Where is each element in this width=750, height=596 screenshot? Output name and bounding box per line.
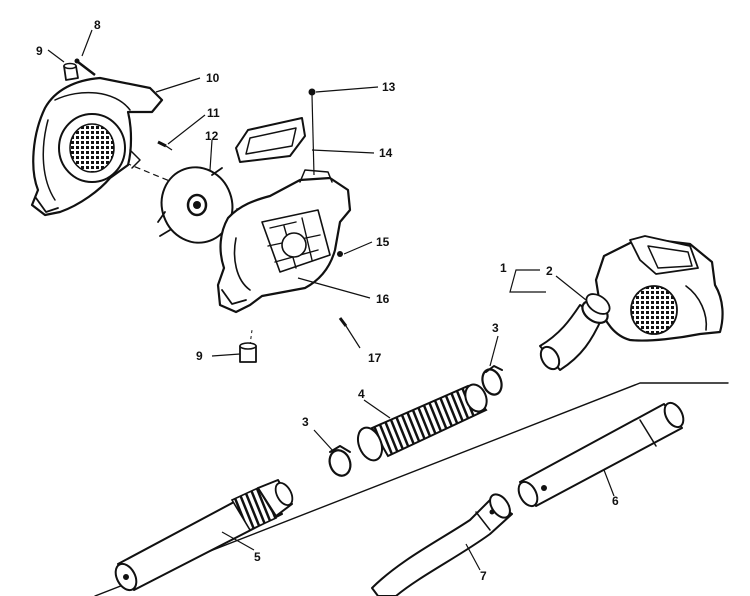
- callout-15: 15: [376, 235, 390, 249]
- callout-13: 13: [382, 80, 396, 94]
- callout-14: 14: [379, 146, 393, 160]
- part-11-screw: [157, 140, 173, 151]
- callout-9-lower: 9: [196, 349, 203, 363]
- blower-housing-assembled: [594, 235, 724, 342]
- callout-4: 4: [358, 387, 365, 401]
- callout-16: 16: [376, 292, 390, 306]
- callout-7: 7: [480, 569, 487, 583]
- part-3-clamp-lower: [328, 445, 352, 477]
- part-10-rear-housing: [30, 76, 164, 217]
- callout-2: 2: [546, 264, 553, 278]
- callout-8: 8: [94, 18, 101, 32]
- callout-10: 10: [206, 71, 220, 85]
- part-9-spacer-upper: [63, 62, 79, 81]
- callout-6: 6: [612, 494, 619, 508]
- part-16-front-housing: [216, 169, 352, 314]
- callout-1: 1: [500, 261, 507, 275]
- part-13-screw: [308, 88, 316, 176]
- part-8-screw: [74, 58, 96, 76]
- part-17-screw: [338, 317, 348, 327]
- part-2-collar: [581, 293, 611, 325]
- divider-line: [94, 382, 729, 596]
- leader-lines: [47, 29, 615, 571]
- part-15-screw: [337, 251, 343, 257]
- callout-9-upper: 9: [36, 44, 43, 58]
- callout-3-upper: 3: [492, 321, 499, 335]
- part-4-flex-hose: [356, 383, 488, 462]
- part-5-blower-tube: [114, 479, 294, 592]
- part-12-impeller: [157, 166, 234, 244]
- callouts: 8 9 10 11 12 13 14 15 16 17 9 1 2 3 4 3 …: [36, 18, 619, 583]
- part-6-tube: [517, 401, 685, 508]
- part-9-spacer-lower: [239, 342, 257, 363]
- callout-3-lower: 3: [302, 415, 309, 429]
- part-3-clamp-upper: [481, 365, 503, 396]
- callout-5: 5: [254, 550, 261, 564]
- part-7-curved-nozzle: [371, 493, 513, 596]
- callout-17: 17: [368, 351, 382, 365]
- callout-12: 12: [205, 129, 219, 143]
- part-14-cover-plate: [235, 117, 306, 163]
- callout-11: 11: [207, 106, 220, 120]
